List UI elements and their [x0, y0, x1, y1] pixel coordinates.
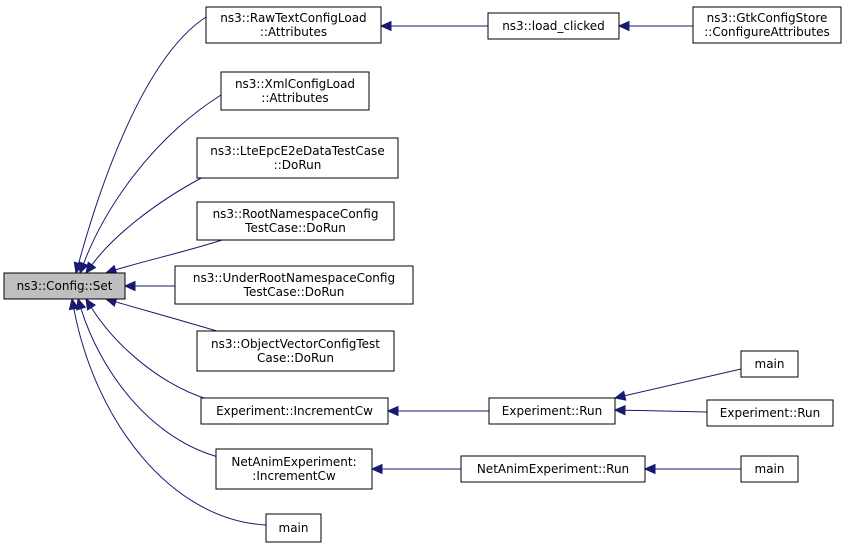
node-netanim-run[interactable]: NetAnimExperiment::Run: [460, 455, 646, 483]
node-label: TestCase::DoRun: [244, 221, 346, 235]
node-box: [196, 201, 395, 241]
node-label: NetAnimExperiment::Run: [477, 462, 629, 476]
node-label: ns3::UnderRootNamespaceConfig: [193, 271, 395, 285]
node-label: :IncrementCw: [252, 469, 336, 483]
node-load-clicked[interactable]: ns3::load_clicked: [487, 12, 620, 40]
node-box: [200, 397, 389, 425]
arrowhead-exp-inc-to-config-set: [85, 297, 97, 311]
node-main-2[interactable]: main: [740, 455, 799, 483]
node-box: [488, 397, 616, 425]
arrowhead-main-3-to-config-set: [68, 297, 80, 311]
node-box: [740, 350, 799, 378]
node-label: ::Attributes: [260, 25, 327, 39]
node-box: [196, 330, 395, 372]
node-box: [196, 137, 399, 179]
node-box: [3, 272, 126, 300]
arrowhead-underroot-to-config-set: [123, 280, 136, 292]
node-box: [174, 265, 414, 305]
node-box: [460, 455, 646, 483]
node-gtk[interactable]: ns3::GtkConfigStore::ConfigureAttributes: [692, 6, 842, 44]
edge-main-1-to-exp-run: [624, 368, 742, 397]
node-label: ns3::RootNamespaceConfig: [213, 207, 379, 221]
node-label: ns3::Config::Set: [17, 279, 113, 293]
node-label: Case::DoRun: [257, 351, 334, 365]
arrowhead-netanim-inc-to-config-set: [76, 297, 87, 311]
node-label: TestCase::DoRun: [243, 285, 345, 299]
node-label: NetAnimExperiment:: [231, 455, 356, 469]
edge-xml-to-config-set: [83, 94, 222, 264]
node-underroot[interactable]: ns3::UnderRootNamespaceConfigTestCase::D…: [174, 265, 414, 305]
node-config-set[interactable]: ns3::Config::Set: [3, 272, 126, 300]
node-label: Experiment::Run: [502, 404, 602, 418]
node-label: ns3::LteEpcE2eDataTestCase: [210, 144, 384, 158]
node-main-3[interactable]: main: [265, 513, 322, 543]
node-label: ns3::load_clicked: [502, 19, 605, 33]
node-exp-inc[interactable]: Experiment::IncrementCw: [200, 397, 389, 425]
node-label: ::DoRun: [274, 158, 322, 172]
node-label: ns3::XmlConfigLoad: [235, 77, 355, 91]
node-netanim-inc[interactable]: NetAnimExperiment::IncrementCw: [215, 448, 373, 490]
arrowhead-lte-to-config-set: [85, 261, 97, 274]
edge-rawtext-to-config-set: [78, 16, 207, 264]
arrowhead-exp-run-2-to-exp-run: [613, 404, 626, 416]
node-box: [692, 6, 842, 44]
edge-exp-inc-to-config-set: [90, 307, 211, 401]
arrowhead-main-1-to-exp-run: [613, 390, 627, 401]
edges-layer: [68, 16, 742, 526]
edge-objvec-to-config-set: [115, 301, 221, 333]
nodes-layer: ns3::Config::Set ns3::RawTextConfigLoad::…: [3, 6, 842, 543]
node-label: ns3::ObjectVectorConfigTest: [211, 337, 380, 351]
node-exp-run-2[interactable]: Experiment::Run: [706, 399, 834, 427]
arrowhead-gtk-to-load-clicked: [617, 20, 630, 32]
arrowhead-exp-run-to-exp-inc: [386, 405, 399, 417]
node-label: Experiment::Run: [720, 406, 820, 420]
node-box: [205, 6, 382, 44]
node-rawtext[interactable]: ns3::RawTextConfigLoad::Attributes: [205, 6, 382, 44]
node-box: [487, 12, 620, 40]
node-xml[interactable]: ns3::XmlConfigLoad::Attributes: [220, 71, 370, 111]
node-label: main: [755, 357, 785, 371]
node-box: [215, 448, 373, 490]
node-label: Experiment::IncrementCw: [216, 404, 373, 418]
arrowhead-netanim-run-to-netanim-inc: [370, 463, 383, 475]
edge-lte-to-config-set: [91, 175, 206, 266]
node-box: [706, 399, 834, 427]
node-lte[interactable]: ns3::LteEpcE2eDataTestCase::DoRun: [196, 137, 399, 179]
node-main-1[interactable]: main: [740, 350, 799, 378]
node-label: ::Attributes: [261, 91, 328, 105]
node-label: ns3::GtkConfigStore: [707, 11, 828, 25]
node-exp-run[interactable]: Experiment::Run: [488, 397, 616, 425]
node-label: main: [279, 521, 309, 535]
node-box: [220, 71, 370, 111]
node-label: ns3::RawTextConfigLoad: [220, 11, 366, 25]
node-box: [740, 455, 799, 483]
arrowhead-load-clicked-to-rawtext: [379, 20, 392, 32]
node-box: [265, 513, 322, 543]
node-label: main: [755, 462, 785, 476]
edge-exp-run-2-to-exp-run: [624, 409, 708, 413]
edge-netanim-inc-to-config-set: [80, 308, 223, 459]
arrowhead-xml-to-config-set: [78, 261, 89, 275]
node-label: ::ConfigureAttributes: [704, 25, 829, 39]
edge-rootns-to-config-set: [115, 239, 223, 271]
edge-main-3-to-config-set: [73, 308, 267, 526]
arrowhead-main-2-to-netanim-run: [643, 463, 656, 475]
